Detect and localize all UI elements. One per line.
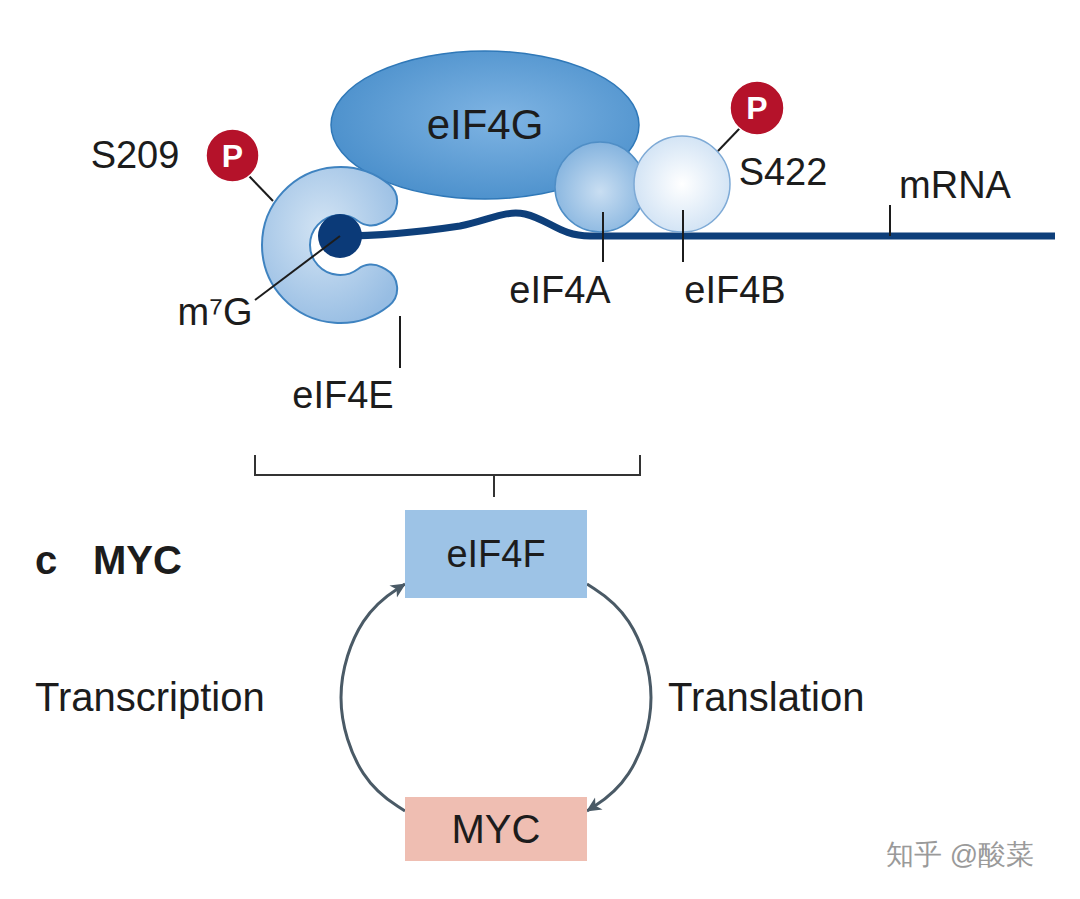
- residue-label: S422: [739, 153, 828, 191]
- circle-shape: [730, 81, 784, 135]
- complex-box: eIF4F: [405, 510, 587, 598]
- edge-label: Transcription: [35, 677, 265, 717]
- part-label: mRNA: [899, 166, 1011, 204]
- leader-line: [602, 212, 604, 262]
- residue-label: S209: [91, 136, 180, 174]
- leader-line: [682, 210, 684, 262]
- leader-line: [718, 128, 740, 151]
- part-label: eIF4B: [684, 271, 785, 309]
- phospho-site: P: [205, 128, 260, 183]
- process-arrow: [587, 584, 651, 811]
- watermark: 知乎 @酸菜: [886, 841, 1034, 869]
- ellipse-shape: [331, 51, 639, 199]
- process-arrow: [341, 584, 405, 811]
- leader-lines: [249, 128, 890, 368]
- edge-label: Translation: [668, 677, 864, 717]
- circle-shape: [206, 129, 259, 182]
- leader-line: [399, 316, 401, 368]
- leader-line: [255, 236, 340, 300]
- eif4a-protein: [555, 142, 645, 232]
- panel-letter: c: [35, 540, 57, 580]
- gene-box: MYC: [405, 797, 587, 861]
- node-label: MYC: [452, 809, 541, 849]
- part-label: m⁷G: [178, 293, 253, 331]
- node-label: eIF4G: [427, 104, 544, 146]
- leader-line: [249, 176, 273, 201]
- phospho-site: P: [729, 80, 785, 136]
- leader-line: [889, 205, 891, 236]
- panel-title: MYC: [93, 540, 182, 580]
- part-label: eIF4A: [509, 271, 610, 309]
- node-label: eIF4F: [446, 535, 545, 573]
- node-label: P: [222, 140, 243, 172]
- complex-bracket: [255, 455, 640, 497]
- part-label: eIF4E: [292, 376, 393, 414]
- node-label: P: [746, 92, 767, 124]
